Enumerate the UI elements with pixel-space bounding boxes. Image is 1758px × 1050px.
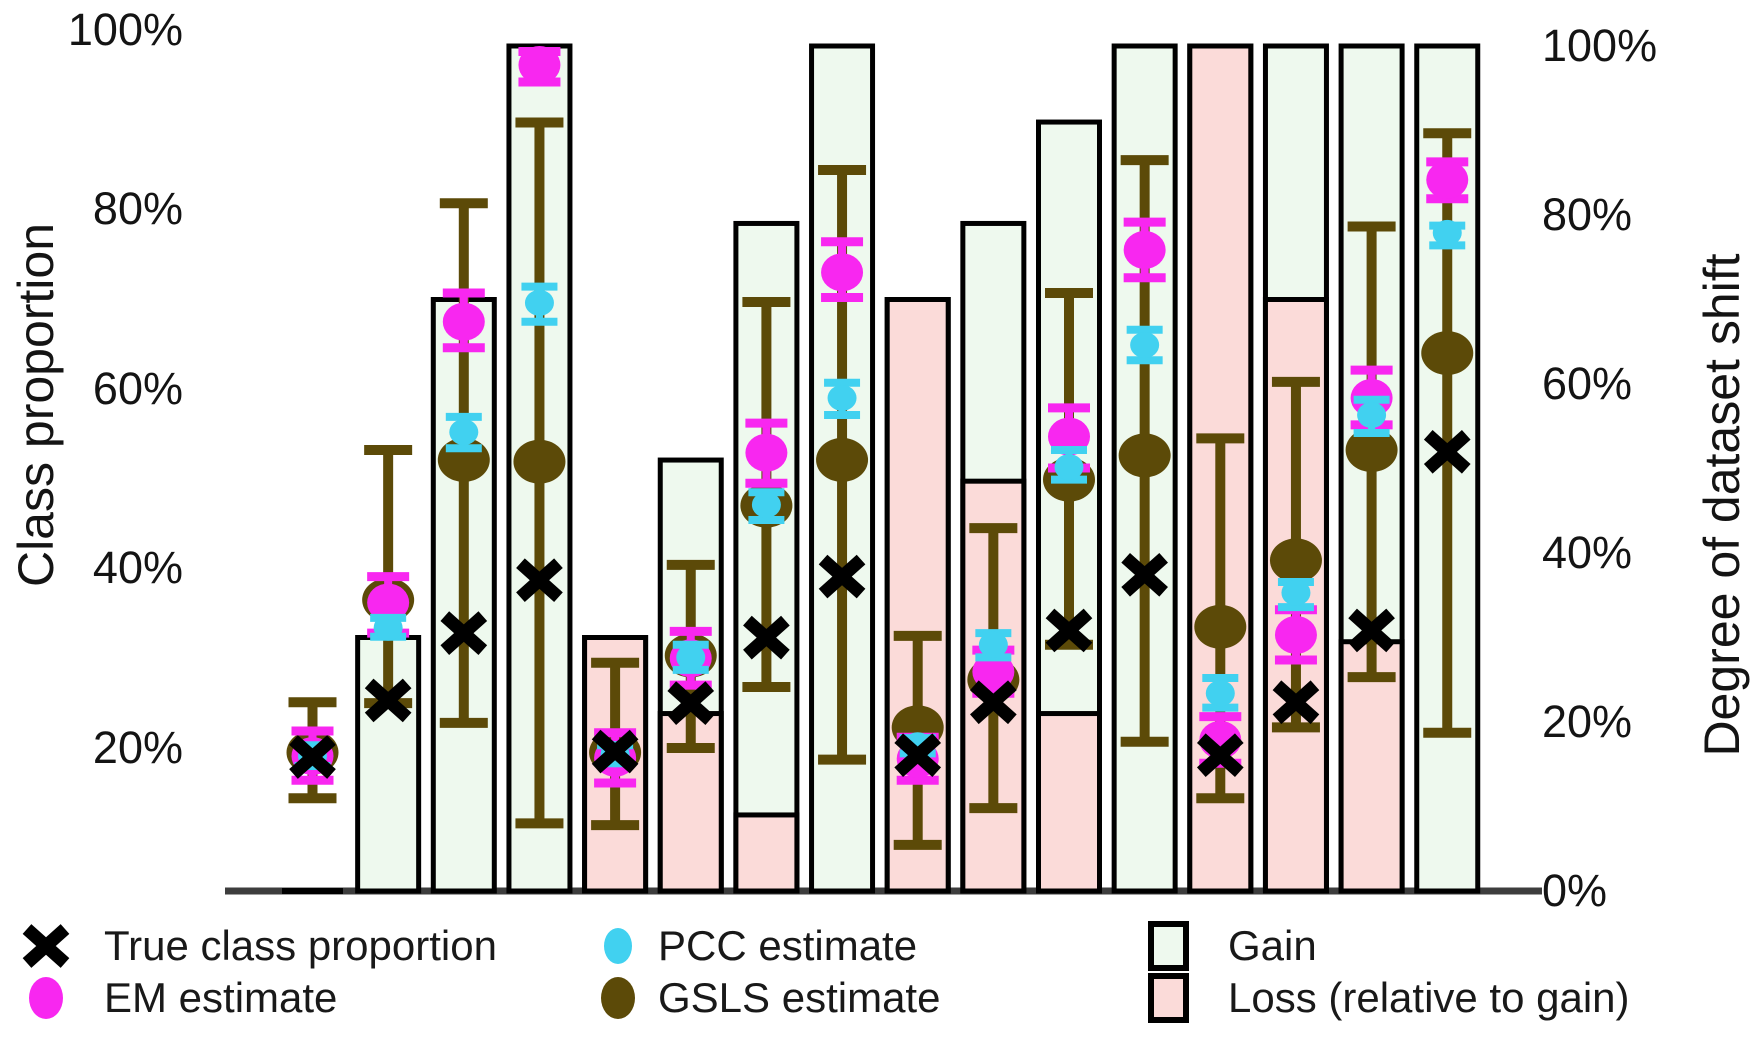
em-marker-16 [1426, 160, 1469, 199]
marker-group-15 [1345, 221, 1398, 683]
marker-group-5 [589, 657, 642, 831]
legend-item-true: True class proportion [18, 918, 497, 974]
left-tick-60: 60% [92, 363, 183, 414]
x-marker-icon [22, 924, 70, 968]
left-tick-20: 20% [92, 722, 183, 773]
legend-gsls-label: GSLS estimate [658, 974, 941, 1021]
true-x-marker-15 [1348, 608, 1395, 653]
true-x-marker-13 [1196, 733, 1244, 778]
gsls-marker-13 [1194, 604, 1247, 649]
pcc-marker-15 [1357, 402, 1387, 429]
left-tick-100: 100% [67, 4, 183, 55]
em-marker-2 [367, 583, 410, 622]
right-tick-0: 0% [1542, 865, 1608, 916]
em-marker-12 [1123, 230, 1166, 269]
true-x-marker-5 [591, 729, 639, 774]
marker-group-2 [362, 445, 415, 723]
true-x-marker-1 [289, 735, 336, 779]
bar-group-9 [884, 297, 951, 894]
marker-group-11 [1043, 287, 1095, 653]
gsls-marker-4 [513, 439, 566, 484]
legend-item-gain: Gain [1144, 918, 1317, 974]
pcc-marker-3 [449, 419, 479, 446]
legend-pcc-label: PCC estimate [658, 922, 918, 969]
em-dot-icon [29, 977, 63, 1019]
true-x-marker-6 [667, 681, 715, 725]
legend-item-gsls: GSLS estimate [590, 970, 940, 1026]
gsls-marker-8 [816, 437, 869, 482]
loss-bar-11 [1036, 711, 1102, 894]
true-x-marker-10 [970, 680, 1017, 725]
em-marker-10 [972, 652, 1015, 691]
legend-gain-label: Gain [1228, 922, 1317, 969]
legend-true-label: True class proportion [104, 922, 497, 969]
marker-group-13 [1194, 433, 1247, 804]
em-marker-8 [821, 253, 864, 292]
pcc-marker-4 [524, 289, 554, 316]
em-marker-3 [442, 302, 485, 341]
right-tick-100: 100% [1542, 20, 1658, 71]
gsls-marker-14 [1269, 538, 1322, 583]
gsls-marker-12 [1118, 433, 1171, 478]
marker-group-4 [513, 46, 566, 829]
legend-item-pcc: PCC estimate [590, 918, 917, 974]
true-x-marker-9 [894, 733, 942, 778]
right-tick-40: 40% [1542, 527, 1633, 578]
marker-group-1 [286, 697, 339, 804]
left-axis-title: Class proportion [8, 222, 64, 588]
true-x-marker-2 [364, 678, 412, 723]
pcc-marker-6 [676, 644, 706, 671]
legend-em-label: EM estimate [104, 974, 338, 1021]
em-marker-14 [1274, 615, 1317, 654]
marker-group-8 [816, 165, 869, 765]
right-tick-60: 60% [1542, 358, 1633, 409]
pcc-marker-13 [1205, 680, 1235, 707]
gsls-dot-icon [601, 977, 635, 1019]
gain-swatch-icon [1148, 921, 1189, 971]
pcc-marker-16 [1432, 219, 1462, 246]
true-x-marker-16 [1423, 429, 1471, 474]
loss-swatch-icon [1148, 973, 1189, 1023]
legend-loss-label: Loss (relative to gain) [1228, 974, 1630, 1021]
legend-item-em: EM estimate [18, 970, 337, 1026]
marker-group-16 [1421, 128, 1474, 738]
pcc-marker-12 [1130, 332, 1160, 359]
loss-bar-15 [1338, 639, 1405, 894]
marker-group-9 [891, 630, 944, 850]
em-marker-7 [745, 433, 788, 472]
pcc-marker-14 [1281, 579, 1311, 606]
marker-group-12 [1118, 155, 1171, 747]
true-x-marker-14 [1272, 680, 1320, 725]
true-x-marker-11 [1045, 608, 1093, 653]
marker-group-7 [740, 296, 793, 692]
right-axis-title: Degree of dataset shift [1694, 253, 1750, 757]
pcc-marker-10 [978, 631, 1008, 658]
em-marker-4 [518, 46, 561, 85]
true-x-marker-8 [818, 554, 866, 599]
pcc-marker-11 [1054, 454, 1084, 481]
gsls-marker-16 [1421, 331, 1474, 376]
true-x-marker-7 [743, 615, 790, 660]
right-tick-20: 20% [1542, 696, 1633, 747]
right-tick-80: 80% [1542, 189, 1633, 240]
pcc-marker-8 [827, 384, 857, 411]
true-x-marker-12 [1121, 552, 1168, 597]
true-x-marker-4 [516, 558, 563, 603]
gsls-marker-15 [1345, 428, 1398, 473]
pcc-marker-2 [373, 614, 403, 641]
marker-group-10 [967, 523, 1020, 814]
loss-bar-7 [733, 812, 800, 894]
marker-group-14 [1269, 376, 1322, 733]
left-tick-80: 80% [92, 183, 183, 234]
legend-item-loss: Loss (relative to gain) [1144, 970, 1630, 1026]
left-tick-40: 40% [92, 542, 183, 593]
marker-group-6 [664, 559, 717, 753]
true-x-marker-3 [440, 611, 488, 655]
marker-group-3 [437, 198, 490, 728]
pcc-marker-7 [751, 491, 781, 518]
pcc-dot-icon [604, 928, 632, 964]
